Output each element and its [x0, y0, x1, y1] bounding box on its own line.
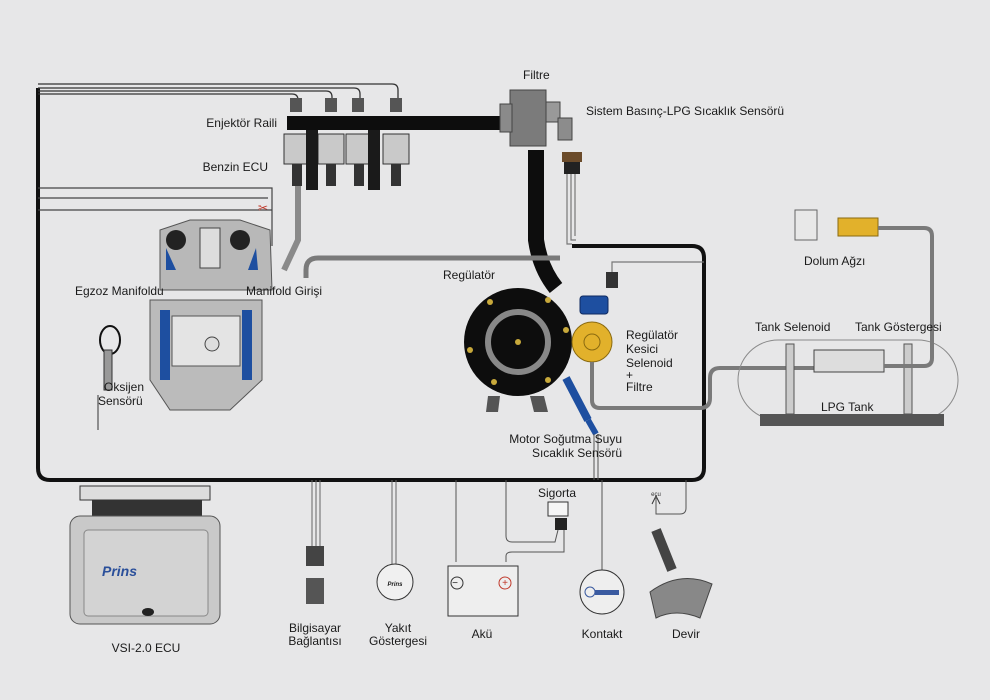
- label-filler-neck: Dolum Ağzı: [804, 254, 866, 268]
- label-oxygen-sensor-1: Oksijen: [104, 380, 145, 394]
- label-system-pressure-sensor: Sistem Basınç-LPG Sıcaklık Sensörü: [586, 104, 785, 118]
- filter-regulator-hose: [528, 150, 563, 293]
- ecu-brand-logo: Prins: [102, 563, 138, 579]
- battery-plus-icon: +: [502, 578, 508, 589]
- label-battery: Akü: [471, 627, 493, 641]
- fuse: [505, 480, 569, 562]
- label-solenoid-3: Selenoid: [626, 356, 673, 370]
- label-benzin-ecu: Benzin ECU: [202, 160, 268, 174]
- label-filter: Filtre: [523, 68, 550, 82]
- label-fuel-gauge-1: Yakıt: [384, 621, 412, 635]
- label-exhaust-manifold: Egzoz Manifoldu: [75, 284, 164, 298]
- fuel-gauge: [376, 480, 414, 601]
- label-ignition: Kontakt: [581, 627, 623, 641]
- label-tank-solenoid: Tank Selenoid: [755, 320, 831, 334]
- coolant-temp-sensor: [562, 376, 599, 480]
- benzin-ecu-wires: [38, 187, 273, 246]
- engine-cylinder: [149, 219, 273, 411]
- label-computer-connection-2: Bağlantısı: [288, 634, 342, 648]
- label-fuse: Sigorta: [537, 486, 577, 500]
- cut-scissors-icon: ✂: [258, 201, 268, 215]
- main-harness-wire: [36, 88, 706, 482]
- rpm-sensor: [649, 480, 713, 619]
- benzin-ecu-hose: [281, 186, 301, 272]
- label-regulator: Regülatör: [443, 268, 496, 282]
- label-computer-connection-1: Bilgisayar: [288, 621, 342, 635]
- regulator: [464, 288, 572, 412]
- battery: [447, 480, 519, 617]
- filler-line: [878, 226, 934, 368]
- tank-gas-line: [590, 362, 840, 410]
- sensor-wires: [566, 174, 576, 245]
- label-solenoid-5: Filtre: [626, 380, 653, 394]
- label-rpm: Devir: [671, 627, 701, 641]
- label-injector-rail: Enjektör Raili: [206, 116, 277, 130]
- battery-minus-icon: −: [452, 578, 458, 589]
- solenoid-signal-wire: [611, 261, 704, 272]
- computer-connector: [306, 480, 324, 604]
- gas-filter: [499, 89, 582, 174]
- label-manifold-inlet: Manifold Girişi: [246, 284, 323, 298]
- lpg-tank: [737, 339, 959, 426]
- filler-neck: [794, 209, 879, 241]
- label-solenoid-1: Regülatör: [626, 328, 679, 342]
- ignition-key: [579, 480, 625, 615]
- label-coolant-sensor-2: Sıcaklık Sensörü: [531, 446, 622, 460]
- label-solenoid-4: +: [626, 368, 634, 382]
- gauge-brand-logo: Prins: [387, 582, 403, 588]
- manifold-gas-line: [303, 255, 560, 278]
- rail-hose: [407, 116, 507, 130]
- label-vsi-ecu: VSI-2.0 ECU: [111, 641, 181, 655]
- label-fuel-gauge-2: Göstergesi: [368, 634, 428, 648]
- label-oxygen-sensor-2: Sensörü: [98, 394, 143, 408]
- label-lpg-tank: LPG Tank: [821, 400, 874, 414]
- oxygen-sensor: [97, 325, 121, 430]
- vsi-ecu: [69, 485, 221, 625]
- label-tank-gauge: Tank Göstergesi: [855, 320, 942, 334]
- injector-rail: [283, 98, 410, 190]
- label-coolant-sensor-1: Motor Soğutma Suyu: [509, 432, 622, 446]
- label-ecu-arrow: ecu: [651, 492, 661, 498]
- regulator-solenoid: [571, 272, 618, 363]
- label-solenoid-2: Kesici: [626, 342, 659, 356]
- injector-signal-wires: [38, 83, 399, 101]
